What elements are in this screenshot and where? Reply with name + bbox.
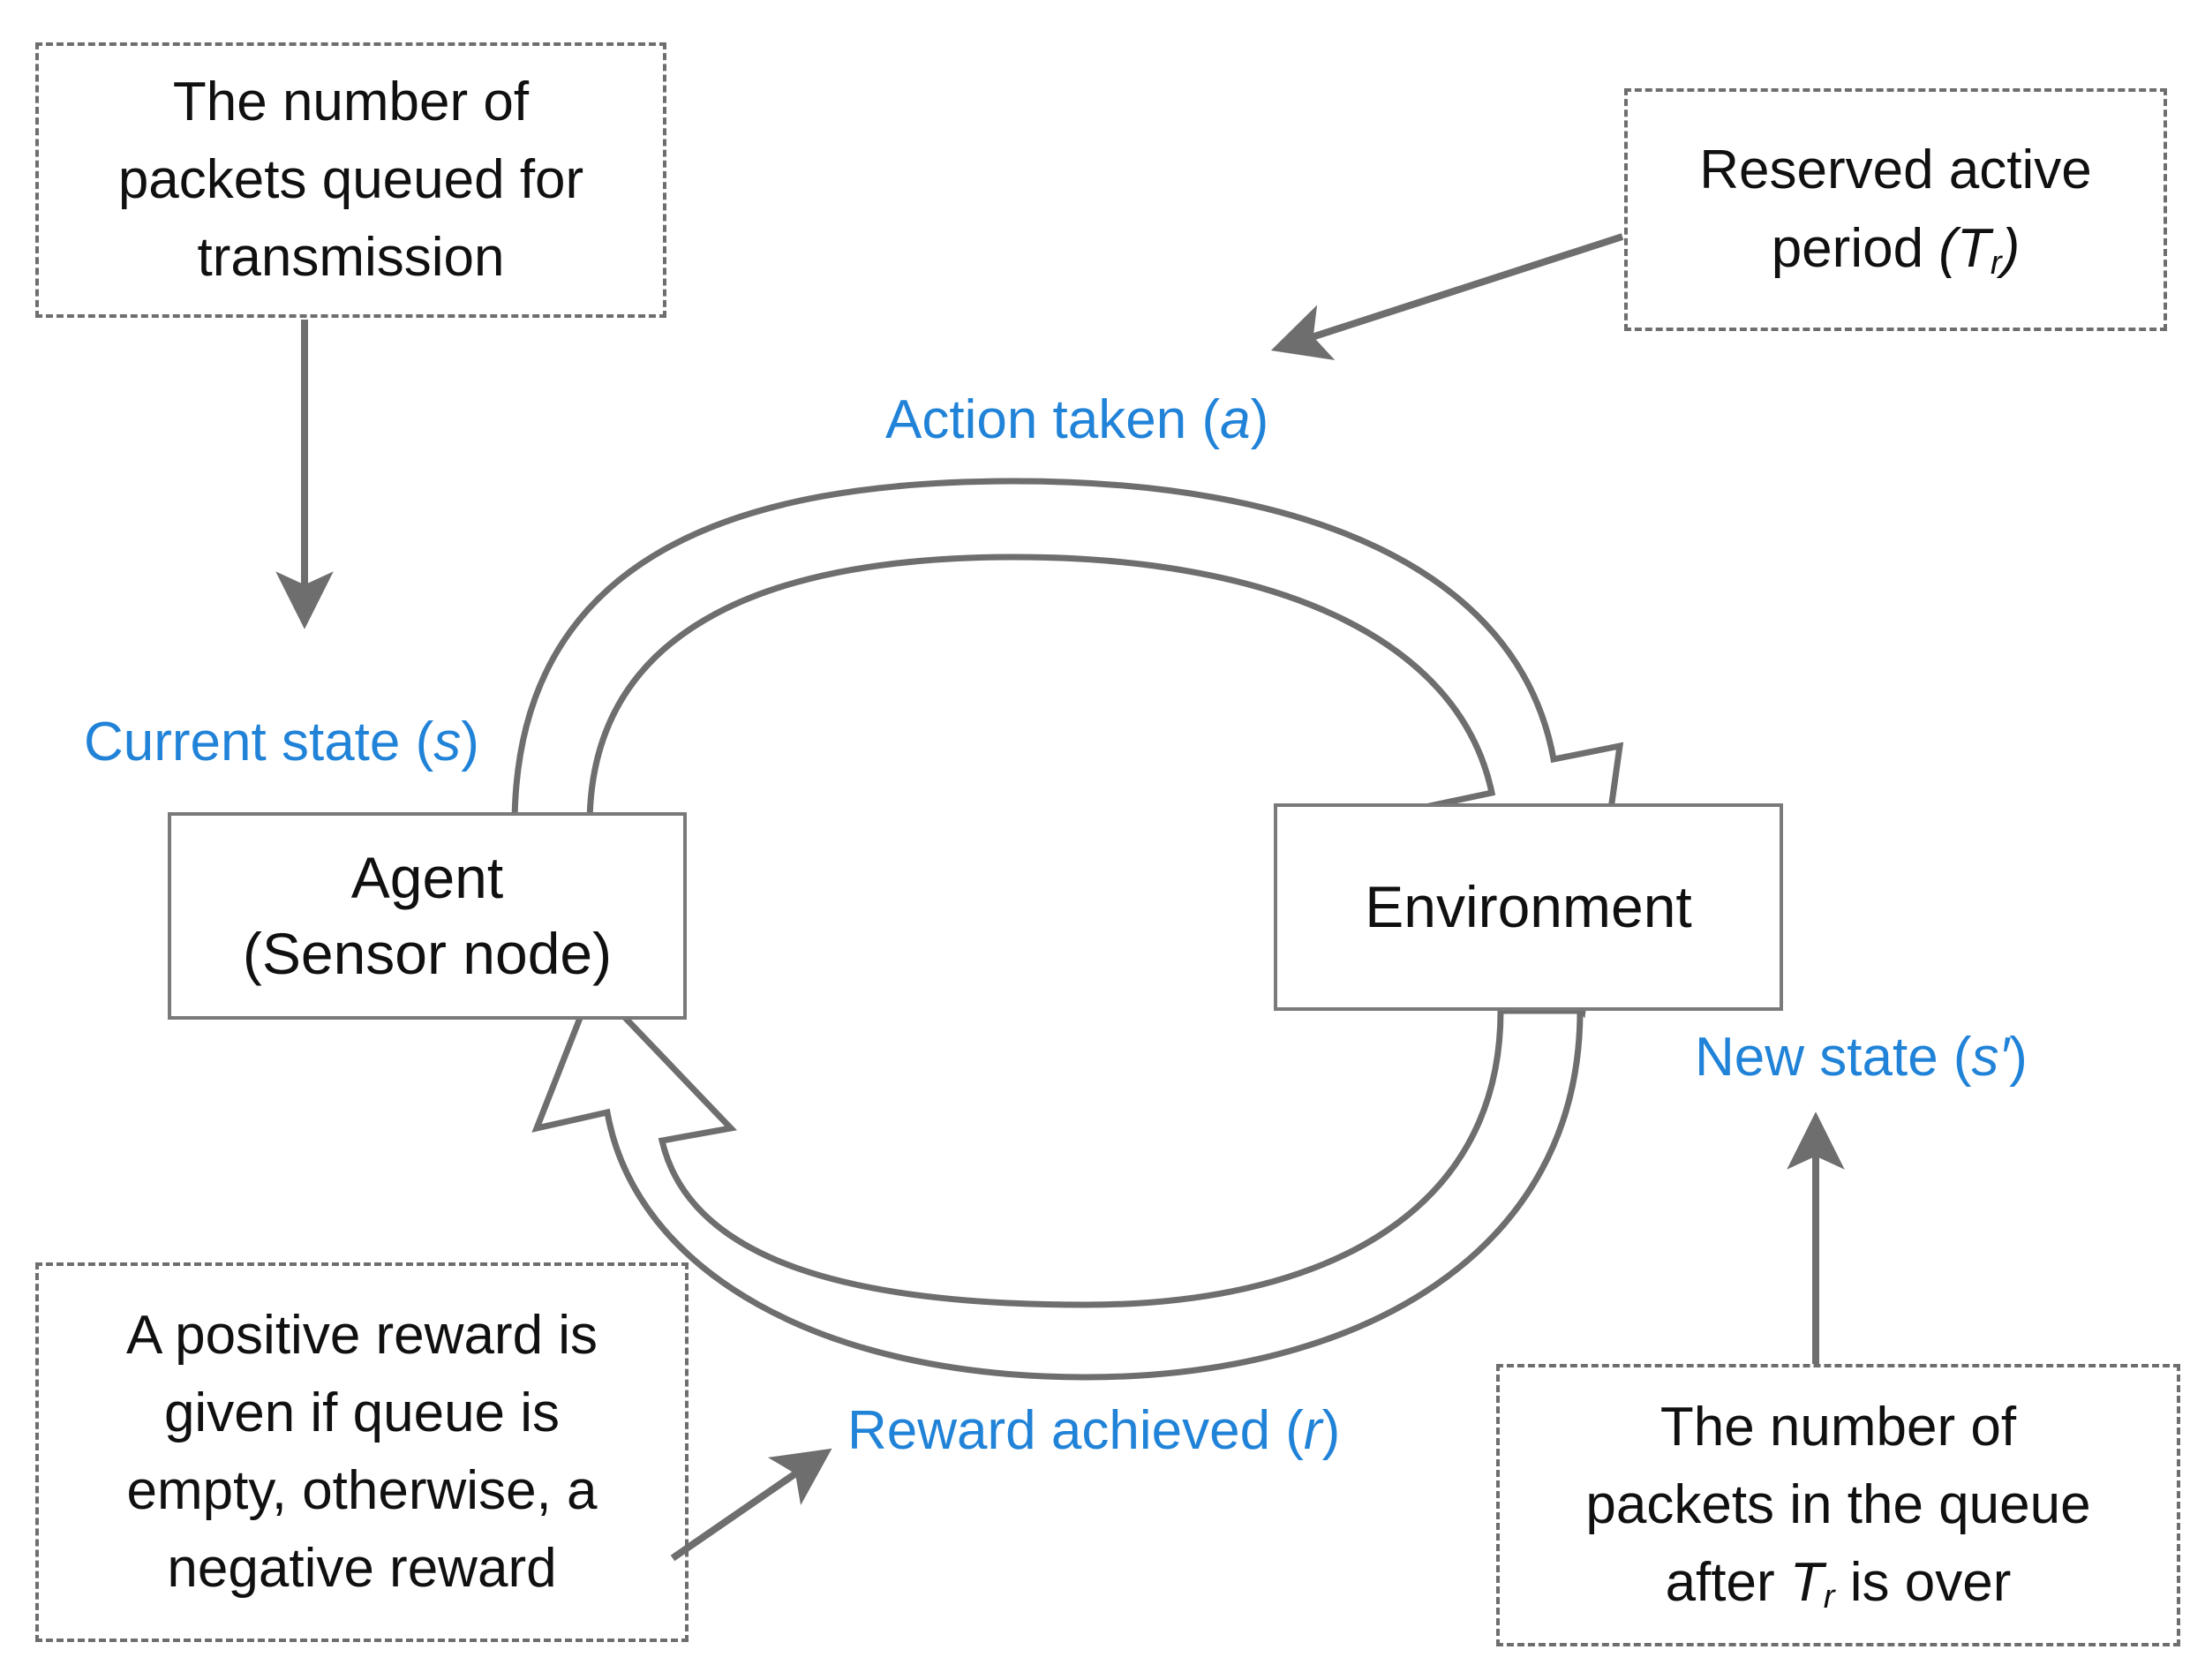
annotation-text: is over <box>1834 1552 2012 1614</box>
annotation-line: given if queue is <box>163 1382 561 1443</box>
symbol-subscript-r: r <box>1823 1578 1835 1616</box>
annotation-line: The number of <box>1659 1396 2017 1458</box>
symbol-s: s <box>433 712 462 772</box>
node-environment[interactable]: Environment <box>1274 803 1783 1011</box>
annotation-reserved-period: Reserved active period (Tr) <box>1624 88 2167 331</box>
label-action-text: Action taken ( <box>885 389 1221 450</box>
symbol-subscript-r: r <box>1990 243 2002 282</box>
label-reward-close: ) <box>1321 1400 1341 1461</box>
symbol-s-prime: s′ <box>1971 1027 2010 1088</box>
node-environment-title: Environment <box>1365 873 1692 939</box>
annotation-queue-after: The number of packets in the queue after… <box>1496 1364 2180 1646</box>
annotation-line: transmission <box>197 227 505 289</box>
symbol-r: r <box>1303 1400 1322 1461</box>
label-new-state-close: ) <box>2009 1027 2028 1088</box>
arc-agent-to-environment <box>511 478 1624 1019</box>
node-agent-subtitle: (Sensor node) <box>242 920 613 986</box>
label-reward-achieved: Reward achieved (r) <box>847 1399 1340 1462</box>
arrow-reward-rule-to-reward <box>670 1448 832 1562</box>
symbol-T: T <box>1956 217 1991 279</box>
label-new-state-text: New state ( <box>1695 1027 1972 1088</box>
annotation-line: Reserved active <box>1699 139 2092 201</box>
annotation-line: packets in the queue <box>1585 1473 2091 1535</box>
annotation-text: after <box>1665 1552 1790 1614</box>
annotation-text: period <box>1771 217 1939 279</box>
annotation-line: The number of <box>172 71 530 132</box>
node-agent[interactable]: Agent (Sensor node) <box>168 812 687 1020</box>
arrow-reserved-period-to-action <box>1270 233 1624 360</box>
symbol-T: T <box>1789 1552 1824 1614</box>
annotation-reward-rule: A positive reward is given if queue is e… <box>35 1262 689 1642</box>
symbol-a: a <box>1220 389 1251 450</box>
label-current-state-close: ) <box>461 712 479 772</box>
node-agent-title: Agent <box>350 844 504 910</box>
label-new-state: New state (s′) <box>1695 1026 2028 1089</box>
label-current-state-text: Current state ( <box>84 712 434 772</box>
label-current-state: Current state (s) <box>84 711 479 773</box>
annotation-line: A positive reward is <box>125 1304 598 1366</box>
annotation-line: empty, otherwise, a <box>126 1460 598 1521</box>
annotation-line: negative reward <box>167 1538 557 1600</box>
annotation-line-with-symbol: period (Tr) <box>1771 217 2021 282</box>
arc-environment-to-agent <box>531 978 1584 1381</box>
annotation-line-with-symbol: after Tr is over <box>1585 1544 2090 1622</box>
annotation-packets-queued: The number of packets queued for transmi… <box>35 42 666 318</box>
label-action-close: ) <box>1250 389 1269 450</box>
label-action-taken: Action taken (a) <box>885 388 1268 451</box>
label-reward-text: Reward achieved ( <box>847 1400 1304 1461</box>
annotation-line: packets queued for <box>117 148 584 210</box>
